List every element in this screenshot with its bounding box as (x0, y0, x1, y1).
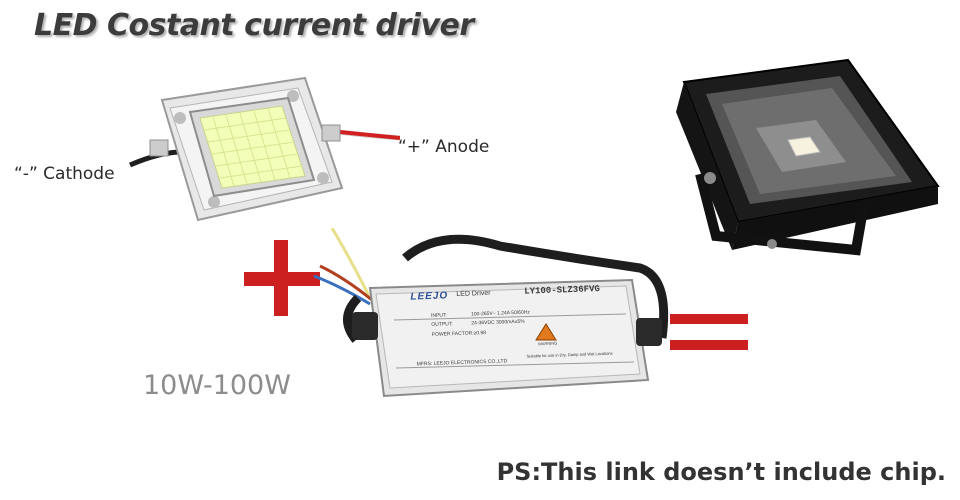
driver-model: LY100-SLZ36FVG (524, 284, 601, 297)
driver-manufacturer: MFRS: LEEJO ELECTRONICS CO.,LTD (416, 358, 508, 368)
driver-input-value: 100-265V~ 1.24A 50/60Hz (470, 309, 530, 318)
equals-sign (670, 314, 748, 350)
driver-input-label: INPUT: (430, 312, 448, 319)
cathode-label: “-” Cathode (14, 164, 115, 184)
driver-usage-note: Suitable for use in Dry, Damp and Wet Lo… (526, 350, 613, 359)
anode-label: “+” Anode (398, 137, 490, 157)
driver-power-factor: POWER FACTOR:≥0.98 (431, 330, 487, 338)
driver-warning: WARNING (538, 340, 558, 347)
page-title: LED Costant current driver (34, 8, 474, 43)
ps-note: PS:This link doesn’t include chip. (496, 458, 946, 486)
driver-product: LED Driver (456, 289, 491, 299)
driver-output-label: OUTPUT: (431, 321, 453, 328)
led-driver-image (313, 228, 669, 398)
floodlight-led (787, 136, 821, 157)
wattage-range: 10W-100W (143, 370, 291, 401)
plus-sign (244, 240, 320, 316)
led-chip-image (129, 76, 400, 222)
driver-output-value: 24-36VDC 3000mA±5% (471, 318, 525, 327)
floodlight-image (676, 58, 940, 256)
driver-label: LEEJO LED Driver LY100-SLZ36FVG INPUT: 1… (400, 277, 663, 386)
driver-brand: LEEJO (410, 290, 449, 303)
